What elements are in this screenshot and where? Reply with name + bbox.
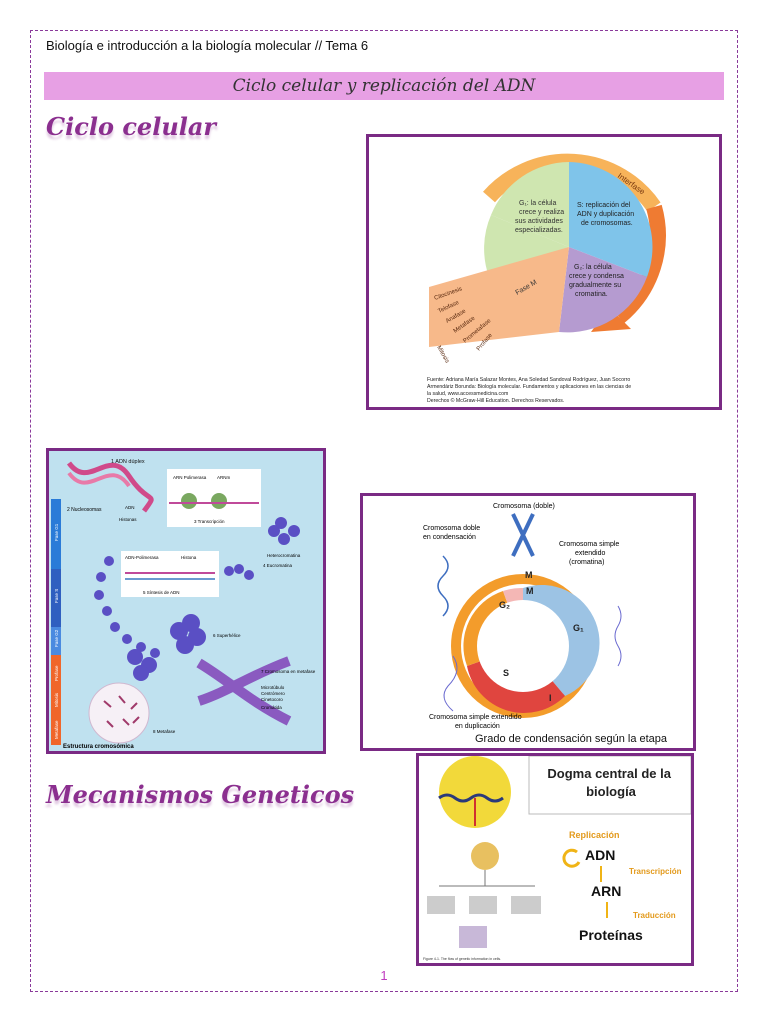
figure4-caption: Figure 4-1. The flow of genetic informat…: [423, 957, 501, 961]
phase-bar-g1: [51, 499, 61, 569]
page-border: [30, 30, 738, 992]
g1-text: G₁: la célula crece y realiza sus activi…: [515, 200, 566, 234]
label-eucromatina: 4 Eucromatina: [263, 563, 293, 568]
svg-text:Histonas: Histonas: [119, 517, 137, 522]
g2-sector: [559, 247, 647, 333]
section-heading-genetic-mechanisms: Mecanismos Geneticos: [46, 780, 355, 809]
label-heterocromatina: Heterocromatina: [267, 553, 301, 558]
special-function-box: [511, 896, 541, 914]
chromosome-part-labels: Microtúbulo Centrómero Cinetocoro Cromát…: [261, 685, 285, 710]
condensation-ring-figure: Cromosoma (doble) Cromosoma doble en con…: [360, 493, 696, 751]
cell-cycle-figure: Interfase G₁: la célula crece y realiza …: [366, 134, 722, 410]
nucleosome-beads-icon: [94, 517, 300, 681]
metabolic-control-box: [459, 926, 487, 948]
phase-bar-labels: Fase G1 Fase S Fase G2 Profase Mitosis M…: [54, 523, 59, 739]
label-doble-condensacion: Cromosoma doble en condensación: [423, 525, 482, 541]
svg-text:M: M: [526, 586, 534, 596]
svg-text:Histona: Histona: [181, 555, 197, 560]
title-bar: Ciclo celular y replicación del ADN: [44, 72, 724, 100]
svg-text:Centrómero: Centrómero: [261, 691, 285, 696]
dogma-title: Dogma central de la biología: [547, 766, 674, 799]
condensing-chromatin-icon: [437, 555, 449, 617]
label-simple-duplicacion: Cromosoma simple extendido en duplicació…: [429, 714, 524, 730]
central-dogma-figure: Dogma central de la biología Figure 4-1.…: [416, 753, 694, 966]
metaphase-chromosome-icon: [196, 658, 292, 726]
label-superhelice: 6 Superhélice: [213, 633, 241, 638]
svg-text:Fase G1: Fase G1: [54, 523, 59, 541]
ribosome-icon: [471, 842, 499, 870]
document-header: Biología e introducción a la biología mo…: [46, 38, 369, 53]
svg-text:M: M: [525, 570, 533, 580]
svg-text:Microtúbulo: Microtúbulo: [261, 685, 285, 690]
svg-text:Profase: Profase: [54, 665, 59, 681]
svg-text:S: S: [503, 668, 509, 678]
g2-text: G₂: la célula crece y condensa gradualme…: [569, 264, 626, 298]
figure1-source: Fuente: Adriana María Salazar Montes, An…: [427, 377, 633, 404]
label-metafase: 8 Metafase: [153, 729, 176, 734]
svg-text:Cinetocoro: Cinetocoro: [261, 697, 283, 702]
svg-text:G₂: G₂: [499, 600, 510, 610]
enzymes-box: [469, 896, 497, 914]
double-chromosome-icon: [511, 513, 535, 557]
label-nucleosomas: 2 Nucleosomas: [67, 507, 102, 513]
chromosome-structure-figure: Fase G1 Fase S Fase G2 Profase Mitosis M…: [46, 448, 326, 754]
svg-text:Cromátida: Cromátida: [261, 705, 282, 710]
svg-text:Fase G2: Fase G2: [54, 629, 59, 647]
replication-arrow-icon: [562, 848, 581, 868]
label-replicacion: Replicación: [569, 830, 620, 840]
label-sintesis: 5 Síntesis de ADN: [143, 590, 180, 595]
figure3-caption: Grado de condensación según la etapa: [475, 733, 668, 745]
label-traduccion: Traducción: [633, 911, 676, 920]
ring-phase-labels: M M G₂ G₁ S I: [499, 570, 584, 703]
label-cromosoma-metafase: 7 Cromosoma en metafase: [261, 669, 316, 674]
structural-proteins-box: [427, 896, 455, 914]
label-proteinas: Proteínas: [579, 927, 643, 943]
svg-text:Metafase: Metafase: [54, 720, 59, 739]
page-title: Ciclo celular y replicación del ADN: [232, 76, 536, 96]
svg-text:G₁: G₁: [573, 623, 584, 633]
label-arn: ARN: [591, 883, 621, 899]
svg-text:Mitosis: Mitosis: [435, 345, 450, 364]
dna-duplex-icon: [66, 461, 154, 513]
metaphase-chromosomes: [103, 695, 140, 728]
section-heading-cell-cycle: Ciclo celular: [46, 112, 217, 141]
svg-text:I: I: [549, 693, 552, 703]
label-simple-extendido: Cromosoma simple extendido (cromatina): [559, 541, 621, 566]
page-number: 1: [380, 968, 388, 983]
label-adn: ADN: [585, 847, 615, 863]
extended-chromatin-icon: [614, 605, 622, 667]
s-text: S: replicación del ADN y duplicación de …: [577, 202, 636, 227]
svg-text:ARN Polimerasa: ARN Polimerasa: [173, 475, 207, 480]
svg-text:ADN-Polimerasa: ADN-Polimerasa: [125, 555, 159, 560]
label-adn-duplex: 1 ADN dúplex: [111, 459, 145, 465]
svg-text:Fase S: Fase S: [54, 589, 59, 603]
duplicating-chromatin-icon: [443, 655, 458, 712]
interphase-arc: [483, 153, 661, 212]
svg-text:Mitosis: Mitosis: [54, 692, 59, 707]
nucleus-icon: [439, 756, 511, 828]
svg-text:ADN: ADN: [125, 505, 135, 510]
label-cromosoma-doble: Cromosoma (doble): [493, 503, 555, 510]
label-transcripcion-dogma: Transcripción: [629, 867, 682, 876]
phase-bar-s: [51, 569, 61, 627]
m-phase-fan: [429, 247, 569, 347]
g1-sector: [491, 162, 569, 247]
phase-bar-g2: [51, 627, 61, 655]
dogma-title-box: [528, 756, 691, 815]
metaphase-cell-icon: [88, 682, 150, 744]
label-estructura: Estructura cromosómica: [63, 744, 134, 750]
s-sector: [569, 162, 653, 277]
label-transcripcion: 3 Transcripción: [194, 519, 225, 524]
dna-helix-icon: [438, 793, 504, 803]
svg-text:ARNm: ARNm: [217, 475, 231, 480]
phase-bar-mitosis: [51, 655, 61, 745]
